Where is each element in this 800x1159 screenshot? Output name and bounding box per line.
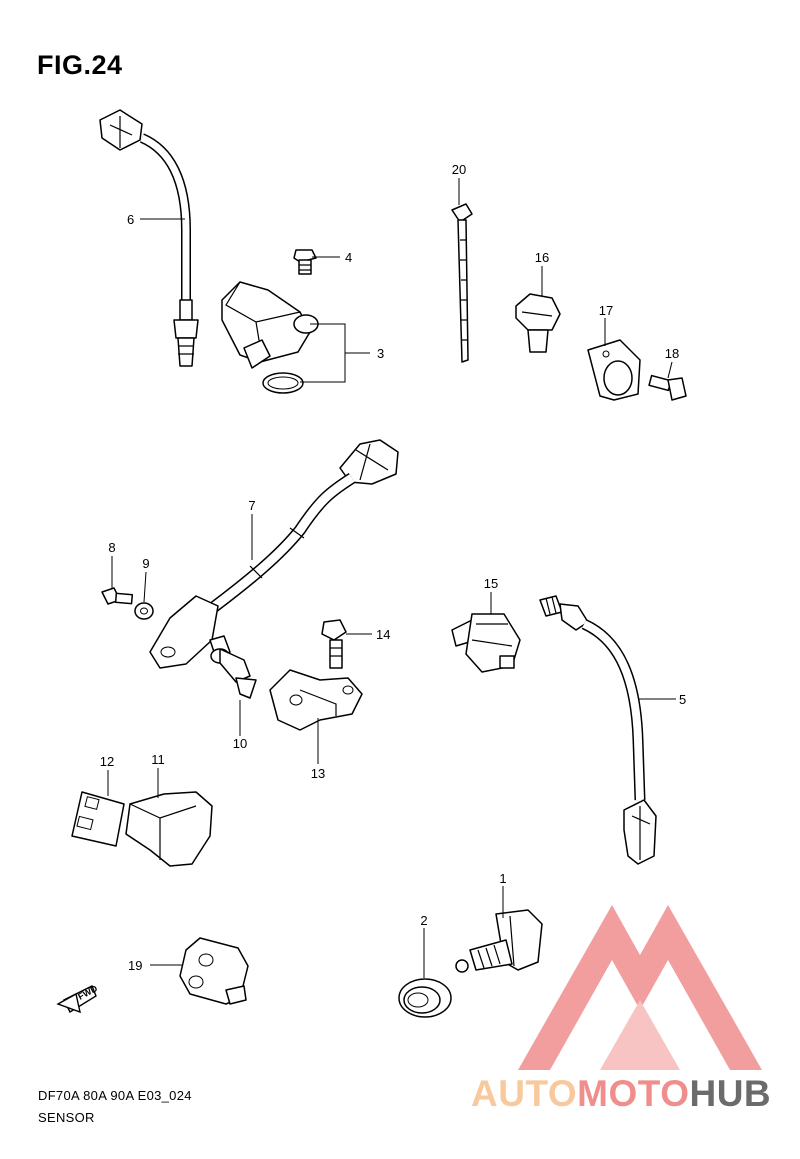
figure-name: SENSOR: [38, 1110, 95, 1125]
callout-4: 4: [345, 250, 352, 265]
part-19-pad: [179, 937, 249, 1005]
watermark-logo: [518, 905, 762, 1070]
part-7-sensor-harness: [149, 439, 399, 669]
callout-17: 17: [599, 303, 613, 318]
callout-5: 5: [679, 692, 686, 707]
callout-19: 19: [128, 958, 142, 973]
part-8-bolt: [101, 587, 134, 605]
watermark-hub: HUB: [689, 1073, 772, 1114]
part-6-sensor-cable: [99, 109, 199, 367]
callout-11: 11: [151, 752, 165, 767]
callout-7: 7: [248, 498, 255, 513]
part-18-bolt: [648, 374, 687, 401]
part-12-label: [71, 791, 125, 847]
callout-6: 6: [127, 212, 134, 227]
part-14-bolt: [321, 619, 347, 669]
watermark-auto: AUTO: [471, 1073, 578, 1114]
callout-18: 18: [665, 346, 679, 361]
callout-9: 9: [142, 556, 149, 571]
callout-14: 14: [376, 627, 390, 642]
callout-15: 15: [484, 576, 498, 591]
callout-1: 1: [499, 871, 506, 886]
part-13-bracket: [269, 669, 363, 731]
part-5-sensor-cable: [539, 595, 657, 865]
part-16-clip: [515, 293, 561, 353]
watermark-moto: MOTO: [577, 1073, 690, 1114]
figure-code: DF70A 80A 90A E03_024: [38, 1088, 192, 1103]
callout-8: 8: [108, 540, 115, 555]
callout-2: 2: [420, 913, 427, 928]
fwd-arrow-icon: FWD: [56, 983, 99, 1014]
callout-13: 13: [311, 766, 325, 781]
callout-10: 10: [233, 736, 247, 751]
callout-12: 12: [100, 754, 114, 769]
callout-3: 3: [377, 346, 384, 361]
part-10-sleeve: [210, 648, 257, 699]
part-15-knock-sensor: [451, 613, 521, 673]
callout-20: 20: [452, 162, 466, 177]
leader-lines: [107, 178, 676, 978]
part-9-washer: [134, 602, 154, 620]
callout-labels: 1 2 3 4 5 6 7 8 9 10 11 12 13 14 15 16 1…: [100, 162, 686, 973]
part-11-cover: [125, 791, 213, 867]
part-3-map-sensor: [221, 281, 319, 394]
watermark-text: AUTOMOTOHUB: [471, 1073, 771, 1115]
figure-title: FIG.24: [37, 50, 123, 80]
part-2-grommet: [398, 978, 452, 1018]
part-17-clamp: [587, 339, 641, 401]
part-4-bolt: [293, 249, 317, 275]
part-20-cable-tie: [451, 203, 473, 363]
callout-16: 16: [535, 250, 549, 265]
part-1-temp-sensor: [455, 909, 543, 973]
